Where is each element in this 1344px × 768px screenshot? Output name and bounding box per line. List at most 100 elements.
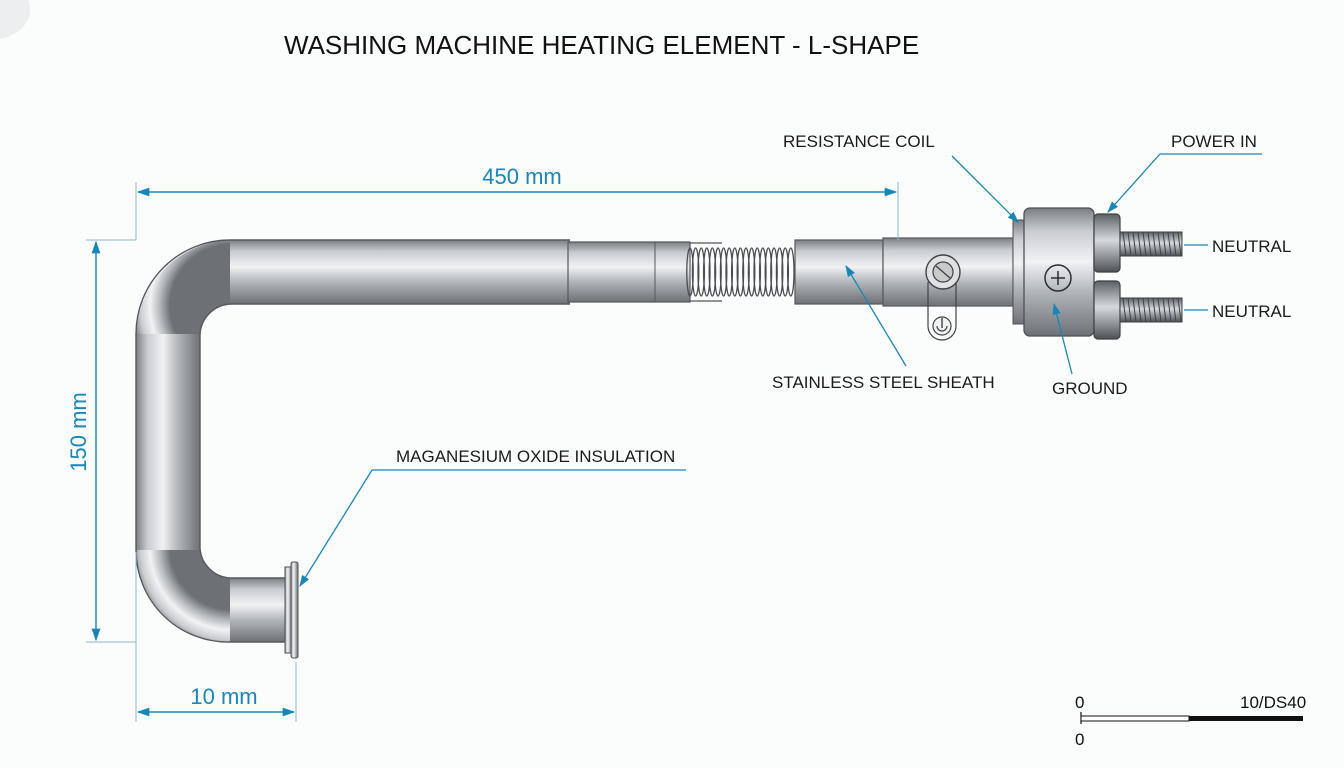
bolt-thread (1137, 231, 1142, 257)
bolt-thread (1122, 231, 1127, 257)
bolt-thread (1172, 231, 1177, 257)
label-stainless-sheath: STAINLESS STEEL SHEATH (772, 373, 995, 392)
scale-segment-dark (1189, 716, 1303, 721)
label-neutral-top: NEUTRAL (1212, 237, 1291, 256)
coil-turn (770, 247, 778, 297)
dimension-flange: 10 mm (135, 552, 297, 722)
terminal-tube (794, 207, 1095, 341)
leader-insulation (299, 469, 373, 587)
bolt-thread (1162, 297, 1167, 323)
bolt-thread (1147, 297, 1152, 323)
bolt-thread (1152, 297, 1157, 323)
coil-turn (719, 247, 728, 297)
coil-turn (725, 247, 734, 297)
leader-stainless-sheath (845, 264, 907, 367)
nut-top (1093, 213, 1121, 273)
resistance-coil (686, 247, 795, 297)
scale-bottom-label: 0 (1075, 730, 1084, 749)
bolt-thread (1172, 297, 1177, 323)
callout-power-in: POWER IN (1107, 132, 1262, 213)
tube-bottom-segment (230, 578, 288, 642)
dimension-height: 150 mm (66, 239, 136, 643)
dimension-length: 450 mm (135, 164, 899, 240)
bolt-thread (1162, 231, 1167, 257)
coil-turn (691, 247, 700, 297)
ground-lug (927, 282, 957, 341)
bolt-thread (1142, 297, 1147, 323)
callout-neutral-top: NEUTRAL (1184, 237, 1291, 256)
bolt-thread (1157, 297, 1162, 323)
mounting-collar (1023, 207, 1095, 337)
bolt-top (1119, 231, 1183, 257)
coil-turn (747, 247, 756, 297)
tube-vertical-segment (136, 334, 200, 552)
bolt-bottom (1119, 297, 1183, 323)
ground-symbol-arc (936, 325, 948, 332)
tube-lower-bend (136, 550, 232, 642)
bolt-thread (1167, 231, 1172, 257)
bolt-thread (1132, 231, 1137, 257)
tube-top-segment (230, 240, 570, 304)
leader-resistance-coil (951, 155, 1019, 223)
tube-outline (135, 239, 570, 643)
bolt-thread (1127, 231, 1132, 257)
callout-insulation: MAGANESIUM OXIDE INSULATION (299, 447, 686, 587)
bolt-thread (1152, 231, 1157, 257)
coil-turn (781, 247, 790, 297)
sensor-slot (935, 265, 951, 279)
label-ground: GROUND (1052, 379, 1128, 398)
callout-ground: GROUND (1052, 302, 1128, 398)
coil-turn (686, 247, 694, 297)
coil-turn (714, 247, 722, 297)
coil-turn (775, 247, 784, 297)
scale-segment-light (1080, 715, 1190, 722)
leader-power-in (1107, 153, 1161, 213)
bolt-thread (1157, 231, 1162, 257)
plus-terminal-icon (1044, 264, 1072, 292)
nut-bottom (1093, 280, 1121, 340)
bolt-thread (1167, 297, 1172, 323)
coil-turn (758, 247, 767, 297)
bolt-thread (1142, 231, 1147, 257)
diagram-title: WASHING MACHINE HEATING ELEMENT - L-SHAP… (284, 30, 919, 60)
leader-ground (1052, 302, 1073, 375)
bolt-thread (1137, 297, 1142, 323)
terminal-bolts (1093, 213, 1183, 340)
label-insulation: MAGANESIUM OXIDE INSULATION (396, 447, 675, 466)
length-dim-label: 450 mm (482, 164, 561, 189)
callout-resistance-coil: RESISTANCE COIL (783, 132, 1019, 223)
coil-turn (708, 247, 717, 297)
label-resistance-coil: RESISTANCE COIL (783, 132, 935, 151)
scale-start-label: 0 (1075, 693, 1084, 712)
heating-tube (135, 239, 570, 659)
bolt-thread (1177, 297, 1182, 323)
coil-turn (730, 247, 739, 297)
bolt-thread (1147, 231, 1152, 257)
sheath-segment-right (794, 239, 884, 305)
coil-turn (742, 247, 750, 297)
bolt-thread (1122, 297, 1127, 323)
mounting-collar-rim (1012, 219, 1026, 325)
callout-neutral-bottom: NEUTRAL (1184, 302, 1291, 321)
coil-turn (753, 247, 762, 297)
sleeve-left (567, 241, 691, 303)
coil-turn (736, 247, 745, 297)
bolt-thread (1132, 297, 1137, 323)
label-neutral-bottom: NEUTRAL (1212, 302, 1291, 321)
coil-turn (697, 247, 706, 297)
corner-shade (0, 0, 30, 40)
coil-turn (764, 247, 773, 297)
scale-end-label: 10/DS40 (1240, 693, 1306, 712)
label-power-in: POWER IN (1171, 132, 1257, 151)
flange-dim-label: 10 mm (190, 684, 257, 709)
flange-cap (290, 561, 299, 659)
sheath-sleeve (567, 241, 722, 303)
coil-turn (786, 247, 795, 297)
scale-bar: 0 10/DS40 0 (1075, 693, 1306, 749)
callout-stainless-sheath: STAINLESS STEEL SHEATH (772, 264, 995, 392)
height-dim-label: 150 mm (66, 392, 91, 471)
tube-upper-bend (136, 240, 230, 336)
bolt-thread (1127, 297, 1132, 323)
coil-turn (702, 247, 711, 297)
bolt-thread (1177, 231, 1182, 257)
